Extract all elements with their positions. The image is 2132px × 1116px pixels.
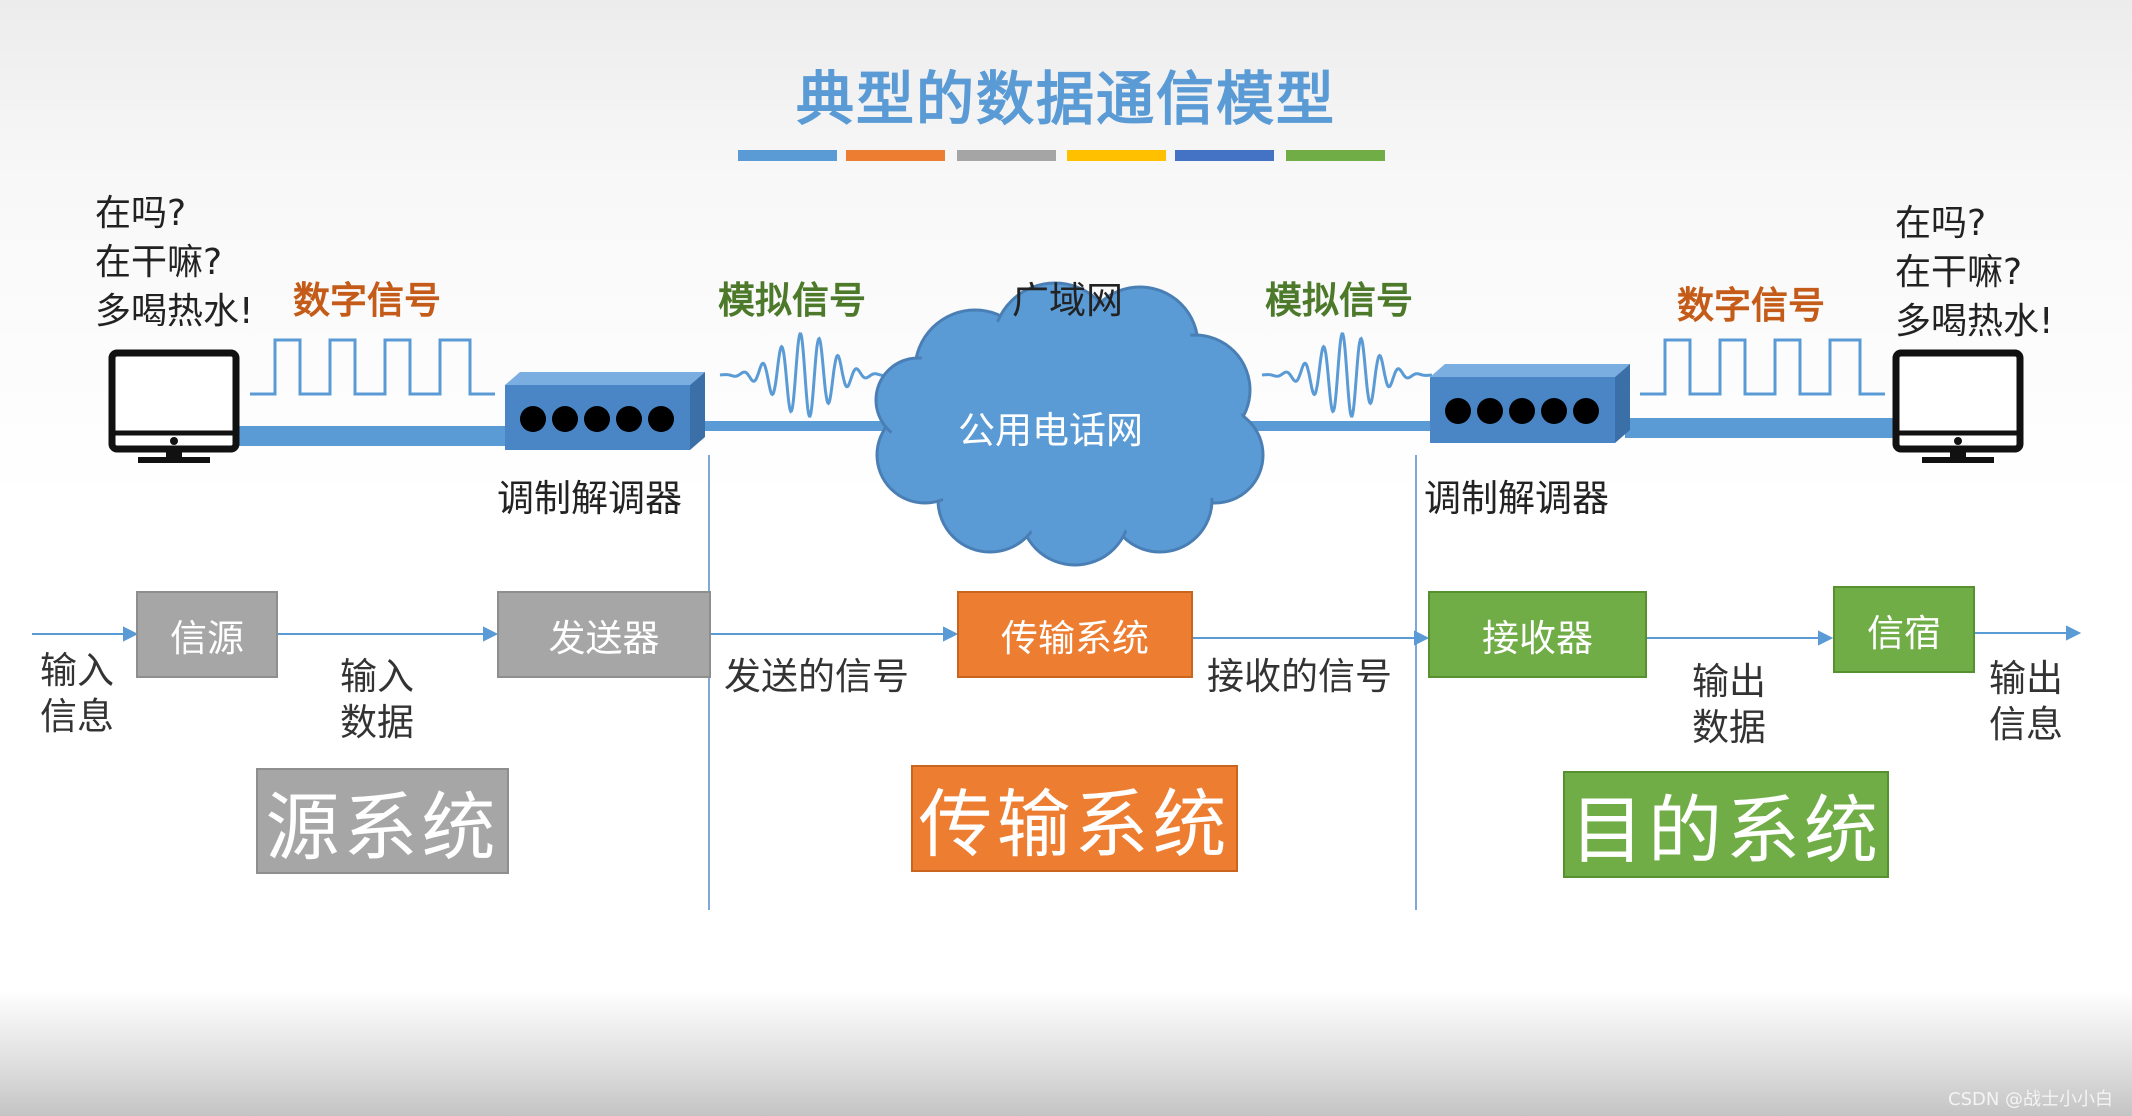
output-data-label: 输出 数据 [1692, 660, 1766, 749]
title-bar-segment [1286, 150, 1385, 161]
title-bar-segment [1067, 150, 1166, 161]
computer-left-icon [108, 349, 240, 463]
source-box: 信源 [136, 591, 278, 678]
digital-wave-left [250, 338, 495, 396]
cloud-label: 公用电话网 [958, 409, 1143, 452]
wan-label: 广域网 [1012, 279, 1123, 322]
received-signal-label: 接收的信号 [1207, 655, 1392, 698]
modem-left-icon [505, 372, 705, 450]
sent-signal-label: 发送的信号 [724, 655, 909, 698]
title-bar-segment [1175, 150, 1274, 161]
transmission-box: 传输系统 [957, 591, 1193, 678]
digital-signal-left-label: 数字信号 [293, 279, 441, 322]
title-bar-segment [738, 150, 837, 161]
analog-wave-right [1261, 332, 1433, 418]
modem-right-icon [1430, 364, 1630, 443]
analog-link-left [695, 421, 905, 431]
destination-box: 信宿 [1833, 586, 1975, 673]
left-chat-message: 在吗? 在干嘛? 多喝热水! [95, 193, 254, 332]
title-bar-segment [846, 150, 945, 161]
digital-wave-right [1640, 338, 1885, 396]
analog-signal-right-label: 模拟信号 [1265, 279, 1413, 322]
modem-left-label: 调制解调器 [497, 477, 682, 520]
analog-wave-left [719, 332, 891, 418]
input-data-label: 输入 数据 [340, 655, 414, 744]
analog-signal-left-label: 模拟信号 [718, 279, 866, 322]
destination-system-box: 目的系统 [1563, 771, 1889, 878]
source-system-box: 源系统 [256, 768, 509, 874]
computer-right-icon [1892, 349, 2024, 463]
output-info-label: 输出 信息 [1989, 657, 2063, 746]
right-chat-message: 在吗? 在干嘛? 多喝热水! [1895, 203, 2054, 342]
title-bar-segment [957, 150, 1056, 161]
receiver-box: 接收器 [1428, 591, 1647, 678]
transmitter-box: 发送器 [497, 591, 711, 678]
input-info-label: 输入 信息 [40, 649, 114, 738]
modem-right-label: 调制解调器 [1424, 477, 1609, 520]
digital-signal-right-label: 数字信号 [1677, 284, 1825, 327]
digital-link-right [1625, 418, 1895, 438]
digital-link-left [235, 426, 505, 446]
transmission-system-box: 传输系统 [911, 765, 1238, 872]
page-title: 典型的数据通信模型 [795, 65, 1336, 133]
watermark: CSDN @战士小小白 [1948, 1089, 2114, 1110]
analog-link-right [1240, 421, 1440, 431]
